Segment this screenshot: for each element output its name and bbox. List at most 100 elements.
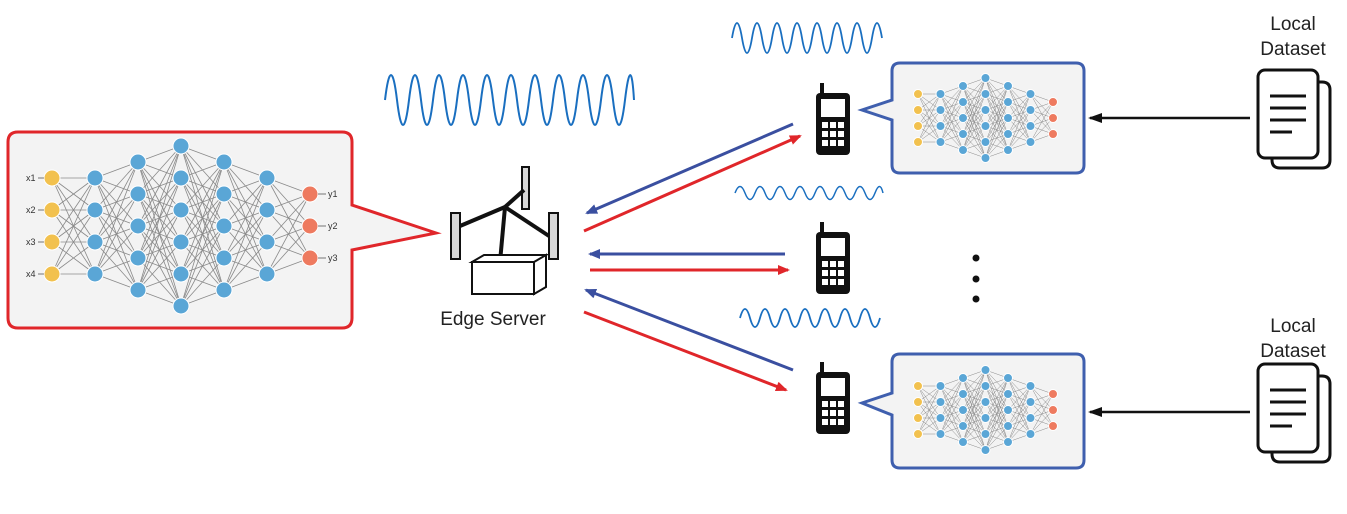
uplink-arrow [583, 310, 788, 392]
network-edge [137, 241, 182, 291]
network-edge [917, 93, 941, 127]
hidden-node [172, 233, 190, 251]
hidden-node [86, 201, 104, 219]
uplink-arrow [583, 134, 802, 233]
network-edge [917, 385, 941, 435]
input-node [43, 201, 61, 219]
network-edge [1030, 101, 1054, 127]
hidden-node [1025, 381, 1036, 391]
network-edge [985, 425, 1009, 451]
hidden-node [1025, 137, 1036, 147]
hidden-node [958, 437, 968, 447]
network-edge [917, 401, 941, 435]
network-edge [962, 369, 986, 427]
wireless-wave-icon [734, 185, 884, 201]
hidden-node [980, 153, 991, 163]
hidden-node [1003, 113, 1013, 123]
network-edge [940, 85, 964, 111]
network-edge [940, 117, 964, 143]
network-edge [51, 209, 96, 275]
hidden-node [958, 97, 968, 107]
edge-server-label: Edge Server [440, 309, 546, 330]
network-edge [94, 225, 139, 275]
hidden-node [980, 445, 991, 455]
network-edge [180, 161, 225, 307]
downlink-arrow [585, 122, 794, 215]
input-label: x1 [26, 173, 36, 183]
hidden-node [172, 265, 190, 283]
hidden-node [980, 105, 991, 115]
wireless-wave-icon [384, 74, 635, 126]
network-edge [223, 177, 268, 227]
hidden-node [958, 145, 968, 155]
hidden-node [129, 249, 147, 267]
input-node [43, 265, 61, 283]
hidden-node [215, 153, 233, 171]
network-edge [94, 161, 139, 243]
hidden-node [1025, 429, 1036, 439]
network-edge [51, 177, 96, 211]
hidden-node [935, 137, 946, 147]
network-edge [962, 93, 986, 151]
hidden-node [935, 89, 946, 99]
network-edge [1007, 109, 1031, 151]
network-edge [180, 193, 225, 307]
hidden-node [258, 233, 276, 251]
hidden-node [935, 397, 946, 407]
hidden-node [86, 169, 104, 187]
network-edge [1007, 385, 1031, 427]
hidden-node [958, 81, 968, 91]
hidden-node [215, 281, 233, 299]
output-node [301, 185, 319, 203]
network-edge [1030, 101, 1054, 143]
hidden-node [172, 169, 190, 187]
hidden-node [958, 421, 968, 431]
input-node [913, 137, 923, 147]
network-edge [266, 225, 311, 275]
hidden-node [1025, 397, 1036, 407]
network-edge [1007, 125, 1031, 151]
input-label: x4 [26, 269, 36, 279]
output-node [301, 249, 319, 267]
wireless-wave-icon [731, 22, 883, 54]
input-node [913, 397, 923, 407]
network-edge [962, 385, 986, 443]
input-node [43, 169, 61, 187]
network-edge [917, 385, 941, 419]
network-edge [962, 369, 986, 395]
hidden-node [935, 413, 946, 423]
network-edge [1007, 417, 1031, 443]
input-label: x2 [26, 205, 36, 215]
network-edge [985, 377, 1009, 403]
local-dataset-label-line1: Local [1270, 316, 1316, 337]
network-edge [940, 85, 964, 127]
hidden-node [86, 233, 104, 251]
edge-server-icon [450, 166, 559, 296]
network-edge [940, 409, 964, 435]
network-edge [917, 109, 941, 143]
network-edge [940, 101, 964, 143]
network-edge [985, 85, 1009, 127]
local-dataset-label: Local Dataset [1233, 12, 1347, 62]
network-edge [940, 377, 964, 403]
hidden-node [980, 137, 991, 147]
network-edge [1030, 409, 1054, 435]
wireless-wave-icon [739, 308, 881, 328]
network-edge [1007, 93, 1031, 151]
network-edge [94, 161, 139, 275]
network-edge [137, 177, 182, 291]
network-edge [962, 369, 986, 443]
hidden-node [1003, 81, 1013, 91]
network-edge [180, 161, 225, 243]
hidden-node [958, 129, 968, 139]
network-edge [940, 377, 964, 435]
input-node [913, 121, 923, 131]
network-edge [137, 145, 182, 195]
device-model-callout [857, 61, 1086, 175]
network-edge [917, 93, 941, 143]
hidden-node [958, 113, 968, 123]
network-edge [985, 85, 1009, 111]
network-edge [1030, 393, 1054, 435]
